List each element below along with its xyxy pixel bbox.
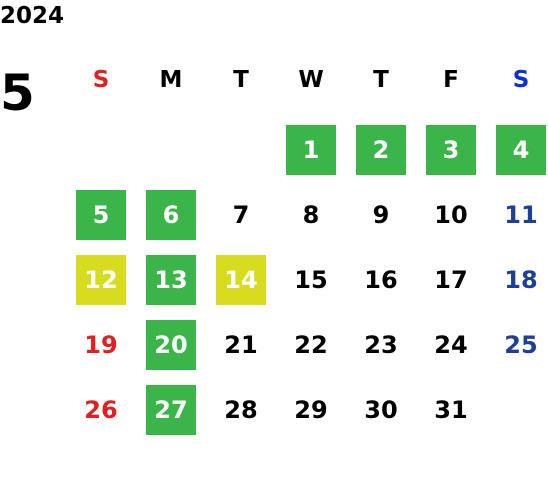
day-cell[interactable]: 19 <box>84 331 118 359</box>
day-cell[interactable]: 9 <box>372 201 390 229</box>
weekday-tue: T <box>233 67 249 93</box>
day-cell[interactable]: 14 <box>216 255 266 305</box>
day-cell[interactable]: 16 <box>364 266 398 294</box>
weekday-sat: S <box>512 67 530 93</box>
day-cell[interactable]: 13 <box>146 255 196 305</box>
day-cell[interactable]: 31 <box>434 396 468 424</box>
day-cell[interactable]: 6 <box>146 190 196 240</box>
day-cell[interactable]: 4 <box>496 125 546 175</box>
weekday-wed: W <box>298 67 324 93</box>
weekday-thu: T <box>373 67 389 93</box>
day-cell[interactable]: 18 <box>504 266 538 294</box>
day-cell[interactable]: 22 <box>294 331 328 359</box>
day-cell[interactable]: 1 <box>286 125 336 175</box>
day-cell[interactable]: 29 <box>294 396 328 424</box>
day-cell[interactable]: 20 <box>146 320 196 370</box>
day-cell[interactable]: 30 <box>364 396 398 424</box>
day-cell[interactable]: 12 <box>76 255 126 305</box>
weekday-sun: S <box>92 67 110 93</box>
day-cell[interactable]: 5 <box>76 190 126 240</box>
day-cell[interactable]: 26 <box>84 396 118 424</box>
weekday-mon: M <box>159 67 183 93</box>
day-cell[interactable]: 28 <box>224 396 258 424</box>
day-cell[interactable]: 27 <box>146 385 196 435</box>
day-cell[interactable]: 17 <box>434 266 468 294</box>
day-cell[interactable]: 25 <box>504 331 538 359</box>
day-cell[interactable]: 2 <box>356 125 406 175</box>
day-cell[interactable]: 15 <box>294 266 328 294</box>
day-cell[interactable]: 3 <box>426 125 476 175</box>
day-cell[interactable]: 11 <box>504 201 538 229</box>
month-number: 5 <box>0 64 35 122</box>
day-cell[interactable]: 21 <box>224 331 258 359</box>
weekday-fri: F <box>443 67 459 93</box>
day-cell[interactable]: 24 <box>434 331 468 359</box>
year-label: 2024 <box>0 3 65 29</box>
day-cell[interactable]: 23 <box>364 331 398 359</box>
day-cell[interactable]: 7 <box>232 201 250 229</box>
day-cell[interactable]: 8 <box>302 201 320 229</box>
day-cell[interactable]: 10 <box>434 201 468 229</box>
